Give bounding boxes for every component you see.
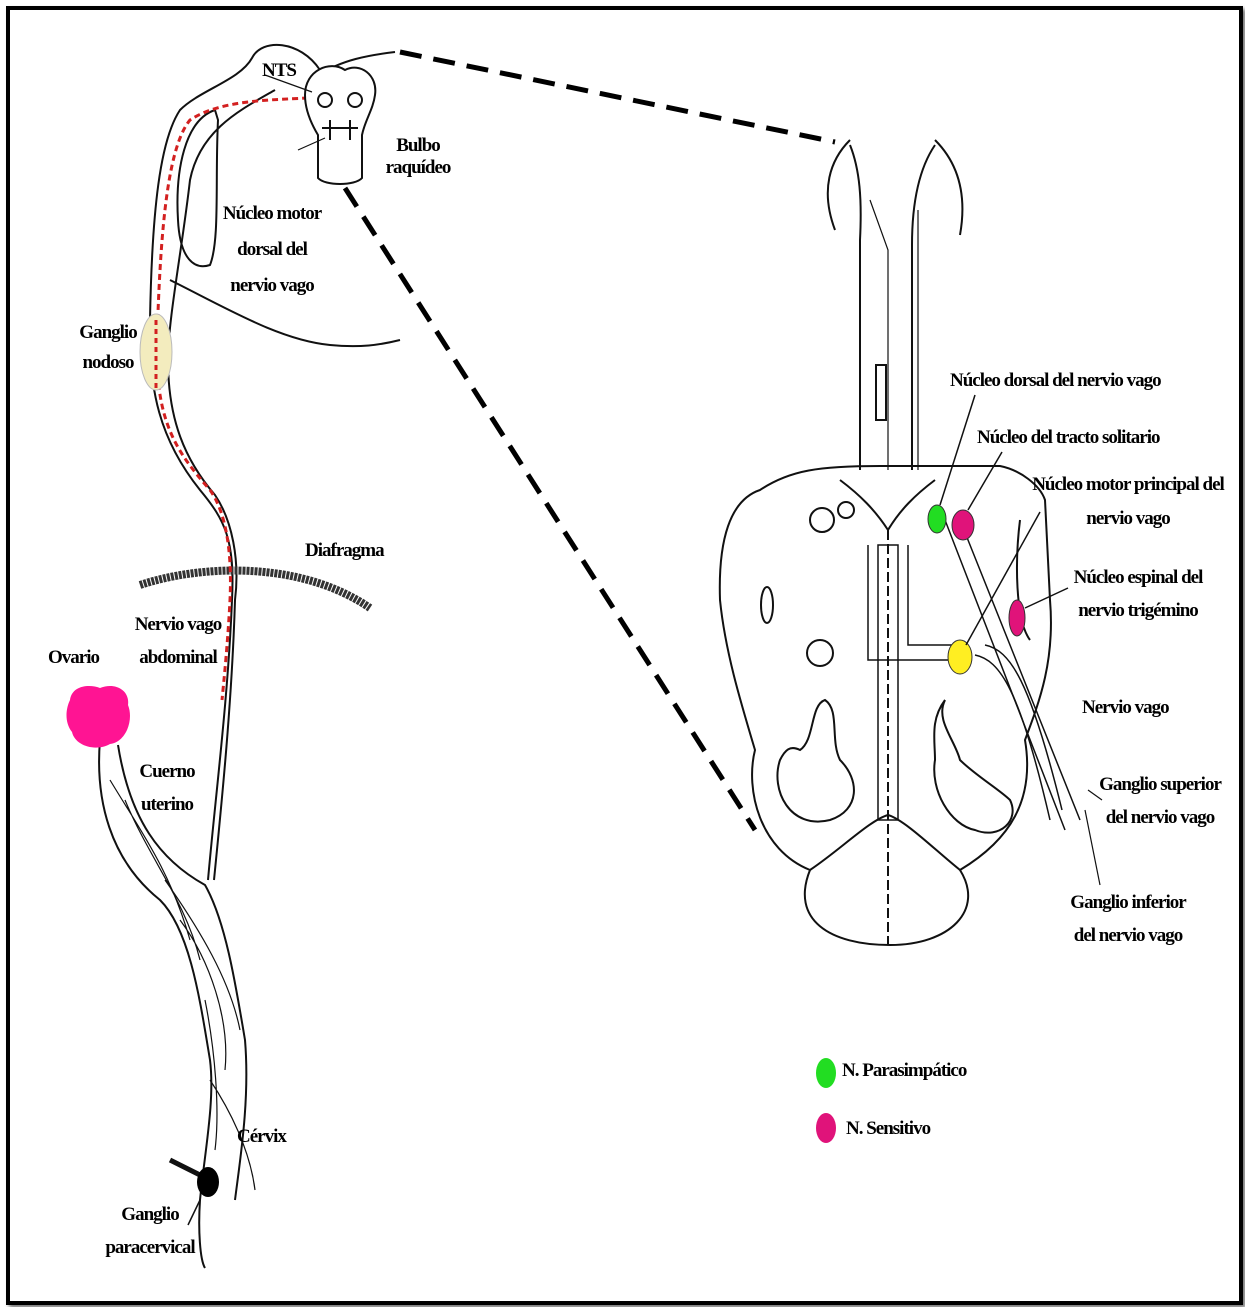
label-nervio-vago: Nervio vago xyxy=(1082,697,1169,719)
label-paracervical-line2: paracervical xyxy=(105,1231,194,1264)
legend-sensitivo-label: N. Sensitivo xyxy=(846,1118,930,1140)
label-nervio-abdominal-line2: abdominal xyxy=(135,641,222,674)
label-bulbo-line1: Bulbo xyxy=(386,135,451,157)
label-ganglio-superior-line2: del nervio vago xyxy=(1099,801,1221,834)
label-bulbo: Bulbo raquídeo xyxy=(386,135,451,179)
label-ganglio-nodoso-line2: nodoso xyxy=(79,348,136,378)
dorsal-vagus-nucleus-dot xyxy=(928,505,946,533)
label-motor-principal-line2: nervio vago xyxy=(1032,502,1224,536)
legend-green-dot xyxy=(816,1058,836,1088)
solitary-tract-nucleus-dot xyxy=(952,510,974,540)
legend-parasimpatico-label: N. Parasimpático xyxy=(842,1060,966,1082)
label-bulbo-line2: raquídeo xyxy=(386,157,451,179)
zoom-line-bottom xyxy=(345,188,755,830)
inferior-olive-left xyxy=(777,700,853,822)
label-ganglio-inferior-line1: Ganglio inferior xyxy=(1070,886,1185,919)
inner-loop xyxy=(177,110,218,266)
pyramid-right xyxy=(888,815,960,870)
label-espinal-trigemino-line1: Núcleo espinal del xyxy=(1074,561,1203,594)
medulla-cross-section xyxy=(720,140,1102,945)
label-ovario: Ovario xyxy=(48,647,99,669)
label-nts: NTS xyxy=(262,60,296,82)
label-nervio-abdominal-line1: Nervio vago xyxy=(135,608,222,641)
label-ganglio-superior-line1: Ganglio superior xyxy=(1099,768,1221,801)
ovary-shape xyxy=(67,686,130,748)
vagus-exit xyxy=(945,520,1080,830)
rootlets-right xyxy=(912,140,962,470)
label-nucleo-espinal-trigemino: Núcleo espinal del nervio trigémino xyxy=(1074,561,1203,628)
label-nucleo-motor-line2: dorsal del xyxy=(223,232,321,268)
inferior-olive-right xyxy=(934,700,1012,833)
legend-pink-dot xyxy=(816,1113,836,1143)
uterine-vessels xyxy=(110,780,255,1190)
fourth-ventricle xyxy=(840,480,935,530)
diaphragm-line xyxy=(140,571,370,608)
label-paracervical-line1: Ganglio xyxy=(105,1198,194,1231)
label-cuerno-line2: uterino xyxy=(139,788,194,821)
label-ganglio-nodoso-line1: Ganglio xyxy=(79,318,136,348)
label-ganglio-inferior: Ganglio inferior del nervio vago xyxy=(1070,886,1185,953)
pyramid-left xyxy=(810,815,888,870)
section-outline xyxy=(720,466,1051,945)
rootlet-box xyxy=(876,365,886,420)
label-cuerno-uterino: Cuerno uterino xyxy=(139,755,194,822)
label-ganglio-superior: Ganglio superior del nervio vago xyxy=(1099,768,1221,835)
rootlets-left xyxy=(828,140,861,470)
label-espinal-trigemino-line2: nervio trigémino xyxy=(1074,594,1203,627)
rootlet-inner xyxy=(870,200,918,470)
medulla-icon xyxy=(265,66,375,184)
zoom-line-top xyxy=(400,52,835,142)
label-nucleo-motor-line3: nervio vago xyxy=(223,268,321,304)
label-nucleo-tracto-solitario: Núcleo del tracto solitario xyxy=(977,427,1159,449)
label-nucleo-motor-line1: Núcleo motor xyxy=(223,196,321,232)
motor-principal-nucleus-dot xyxy=(948,640,972,674)
label-nucleo-motor-dorsal: Núcleo motor dorsal del nervio vago xyxy=(223,196,321,304)
yellow-tract xyxy=(868,545,1062,820)
label-cervix: Cérvix xyxy=(237,1126,286,1148)
label-motor-principal-line1: Núcleo motor principal del xyxy=(1032,468,1224,502)
label-nucleo-motor-principal: Núcleo motor principal del nervio vago xyxy=(1032,468,1224,536)
label-ganglio-inferior-line2: del nervio vago xyxy=(1070,919,1185,952)
label-ganglio-paracervical: Ganglio paracervical xyxy=(105,1198,194,1265)
label-cuerno-line1: Cuerno xyxy=(139,755,194,788)
spinal-trigeminal-nucleus-dot xyxy=(1009,600,1025,636)
paracervical-ganglion-shape xyxy=(197,1167,219,1197)
label-nervio-vago-abdominal: Nervio vago abdominal xyxy=(135,608,222,675)
label-ganglio-nodoso: Ganglio nodoso xyxy=(79,318,136,379)
label-nucleo-dorsal-vago: Núcleo dorsal del nervio vago xyxy=(950,370,1161,392)
label-diafragma: Diafragma xyxy=(305,540,384,562)
